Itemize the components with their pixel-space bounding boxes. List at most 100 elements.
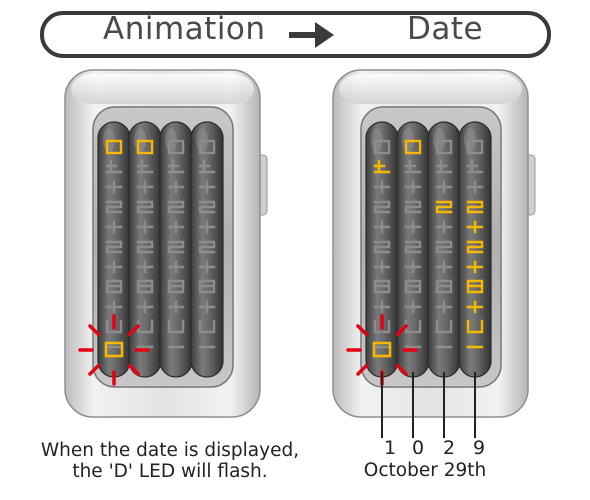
date-digit-2: 0 <box>411 437 425 459</box>
led-segment <box>404 279 422 294</box>
led-segment <box>435 220 453 234</box>
led-segment <box>435 300 453 314</box>
led-segment <box>435 139 453 155</box>
led-column <box>396 121 430 378</box>
led-segment <box>105 220 123 234</box>
led-segment <box>435 200 453 214</box>
flash-ray <box>127 363 140 376</box>
led-segment <box>373 180 391 194</box>
led-segment <box>466 200 484 214</box>
led-segment <box>404 300 422 314</box>
flash-ray <box>88 324 101 337</box>
led-segment <box>466 220 484 234</box>
led-segment <box>198 139 216 155</box>
led-segment <box>373 200 391 214</box>
led-segment <box>105 279 123 294</box>
led-segment <box>466 300 484 314</box>
led-segment <box>136 260 154 274</box>
flashing-d-led <box>346 314 418 386</box>
led-segment <box>373 139 391 155</box>
led-segment <box>136 159 154 174</box>
led-segment <box>136 300 154 314</box>
led-tube <box>365 121 399 378</box>
led-segment <box>435 240 453 254</box>
date-digit-4: 9 <box>472 437 486 459</box>
led-segment <box>136 139 154 155</box>
led-segment <box>373 279 391 294</box>
digit-leader-lines <box>381 372 476 438</box>
led-segment <box>198 220 216 234</box>
led-segment <box>136 180 154 194</box>
flash-ray <box>127 324 140 337</box>
banner <box>40 11 551 58</box>
led-segment <box>136 200 154 214</box>
led-tube <box>396 121 430 378</box>
led-segment <box>167 319 185 334</box>
led-segment <box>105 300 123 314</box>
left-caption-line-2: the 'D' LED will flash. <box>72 461 268 482</box>
flashing-d-led <box>78 314 150 386</box>
flash-ray <box>395 324 408 337</box>
d-led-glyph <box>104 341 124 358</box>
led-segment <box>105 159 123 174</box>
led-segment <box>105 240 123 254</box>
led-segment <box>466 279 484 294</box>
led-segment <box>167 200 185 214</box>
led-segment <box>136 220 154 234</box>
led-segment <box>373 319 391 334</box>
watch-case-highlight <box>339 74 522 104</box>
date-digit-3: 2 <box>442 437 456 459</box>
led-segment <box>466 180 484 194</box>
led-tube <box>427 121 461 378</box>
left-caption: When the date is displayed, the 'D' LED … <box>20 440 320 482</box>
led-segment <box>105 200 123 214</box>
led-segment <box>466 159 484 174</box>
led-tube <box>97 121 131 378</box>
flash-ray <box>88 363 101 376</box>
led-segment <box>198 279 216 294</box>
left-watch <box>64 69 268 418</box>
led-segment <box>466 319 484 334</box>
led-segment <box>136 240 154 254</box>
led-segment <box>167 240 185 254</box>
led-segment <box>435 260 453 274</box>
banner-left-label: Animation <box>103 11 266 47</box>
banner-right-label: Date <box>407 11 484 47</box>
led-segment <box>435 279 453 294</box>
led-segment <box>373 159 391 174</box>
flash-ray <box>395 363 408 376</box>
led-segment <box>167 260 185 274</box>
led-segment <box>466 260 484 274</box>
led-segment <box>105 139 123 155</box>
led-segment <box>198 300 216 314</box>
led-tube <box>159 121 193 378</box>
led-segment <box>404 240 422 254</box>
led-segment <box>373 300 391 314</box>
led-segment <box>167 180 185 194</box>
led-tube <box>190 121 224 378</box>
led-segment <box>198 200 216 214</box>
led-tube <box>128 121 162 378</box>
led-column <box>159 121 193 378</box>
led-segment <box>198 159 216 174</box>
left-caption-line-1: When the date is displayed, <box>40 440 300 461</box>
led-column <box>97 121 131 378</box>
led-segment <box>167 279 185 294</box>
led-segment <box>167 300 185 314</box>
led-segment <box>466 240 484 254</box>
led-segment <box>404 159 422 174</box>
led-column <box>365 121 399 378</box>
flash-ray <box>356 324 369 337</box>
led-segment <box>136 279 154 294</box>
led-segment <box>373 220 391 234</box>
led-segment <box>105 180 123 194</box>
right-watch <box>332 69 536 418</box>
led-segment <box>198 180 216 194</box>
led-segment <box>404 260 422 274</box>
led-segment <box>105 260 123 274</box>
led-segment <box>435 319 453 334</box>
led-column <box>190 121 224 378</box>
led-segment <box>167 139 185 155</box>
